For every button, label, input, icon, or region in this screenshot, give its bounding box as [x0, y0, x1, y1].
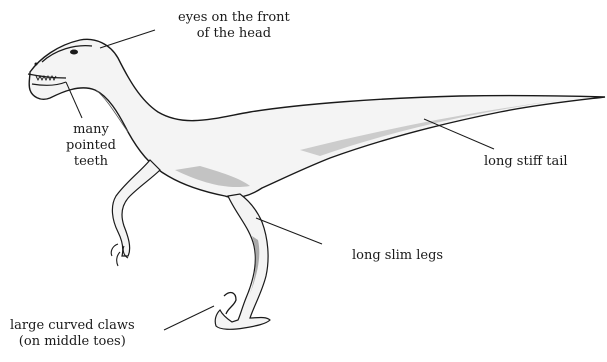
label-eyes-line2: of the head	[178, 26, 290, 42]
label-claws-line1: large curved claws	[10, 318, 135, 334]
label-eyes: eyes on the front of the head	[178, 10, 290, 42]
label-teeth-line2: pointed	[66, 138, 116, 154]
claws-pointer	[164, 306, 214, 330]
front-arm	[112, 160, 160, 256]
eyes-pointer	[100, 30, 155, 48]
label-teeth: many pointed teeth	[66, 122, 116, 170]
label-teeth-line1: many	[66, 122, 116, 138]
nostril	[35, 63, 38, 66]
label-tail: long stiff tail	[484, 154, 568, 170]
label-claws: large curved claws (on middle toes)	[10, 318, 135, 350]
hind-leg	[215, 194, 270, 329]
label-legs: long slim legs	[352, 248, 443, 264]
label-teeth-line3: teeth	[66, 154, 116, 170]
label-eyes-line1: eyes on the front	[178, 10, 290, 26]
eye-icon	[70, 50, 78, 55]
sickle-claw-icon	[224, 293, 236, 314]
label-claws-line2: (on middle toes)	[10, 334, 135, 350]
dinosaur-body	[29, 39, 605, 197]
tail-pointer	[424, 119, 494, 149]
